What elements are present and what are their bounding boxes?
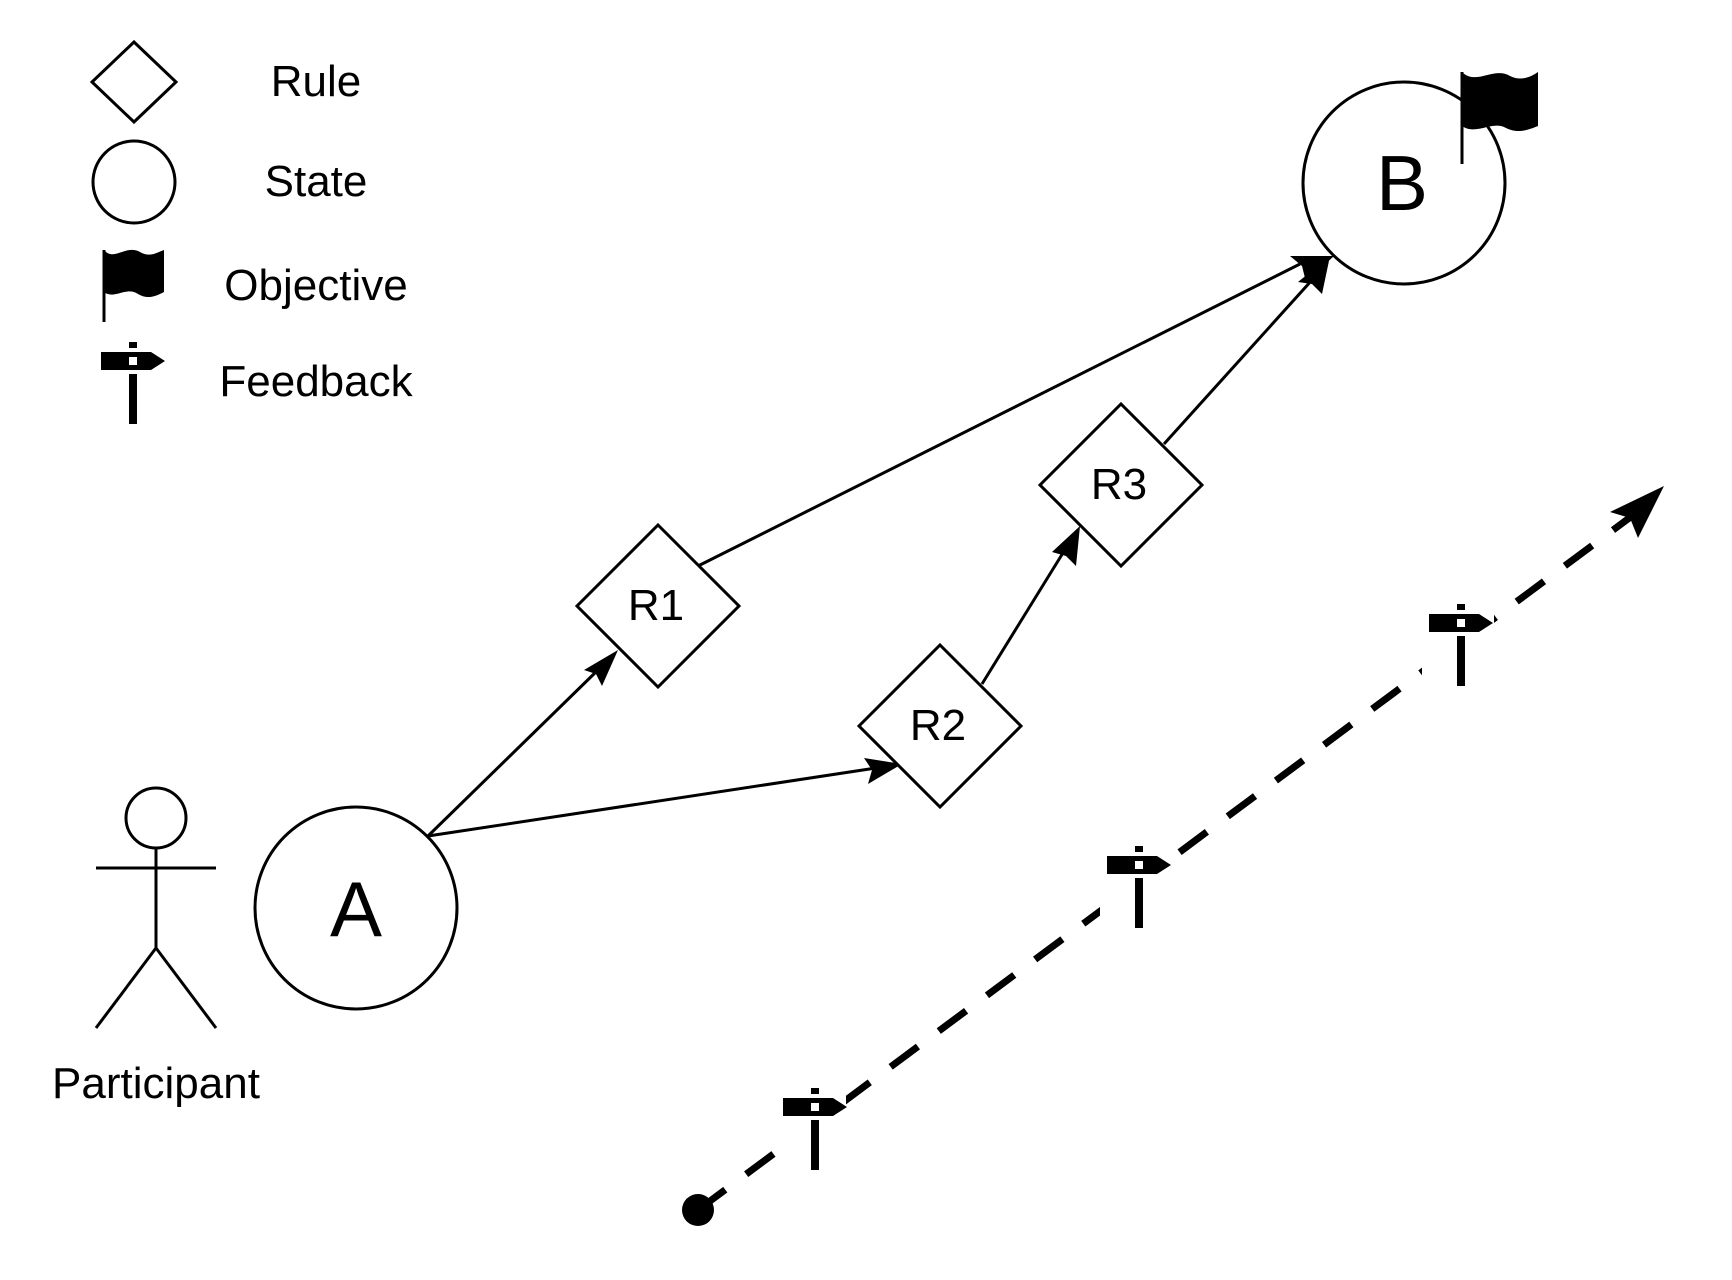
feedback-start-dot <box>682 1194 714 1226</box>
arrowhead-r2-r3 <box>1052 526 1080 566</box>
signpost-icon <box>101 342 165 424</box>
arrowhead-r3-b <box>1298 256 1330 294</box>
participant: Participant <box>52 786 260 1108</box>
edges <box>426 256 1334 838</box>
state-b-label: B <box>1376 139 1428 227</box>
edge-a-r2 <box>427 766 877 838</box>
state-a-label: A <box>330 865 382 953</box>
flag-icon <box>1460 72 1538 164</box>
circle-icon <box>91 139 177 225</box>
state-a: A <box>253 805 459 1011</box>
state-a-circle <box>253 805 459 1011</box>
rule-r3-label: R3 <box>1091 460 1147 509</box>
rule-r3: R3 <box>1037 401 1205 569</box>
diamond-icon <box>89 39 179 125</box>
edge-r3-b <box>1162 278 1314 446</box>
rule-r2-label: R2 <box>910 701 966 750</box>
state-b-circle <box>1301 80 1507 286</box>
legend-item-feedback: Feedback <box>101 342 414 424</box>
edge-r1-b <box>697 262 1301 568</box>
legend-item-rule: Rule <box>89 39 362 125</box>
legend: Rule State Objective Feedback <box>89 39 414 424</box>
participant-label: Participant <box>52 1059 260 1108</box>
rule-r1-label: R1 <box>628 581 684 630</box>
legend-label-feedback: Feedback <box>219 357 413 406</box>
arrowhead-a-r2 <box>864 758 902 784</box>
legend-item-state: State <box>91 139 368 225</box>
rule-r1: R1 <box>574 522 742 690</box>
flag-icon <box>102 249 164 322</box>
feedback-arrowhead <box>1610 486 1664 538</box>
edge-r2-r3 <box>980 547 1068 685</box>
rule-r1-diamond <box>574 522 742 690</box>
arrowhead-a-r1 <box>584 650 618 686</box>
legend-label-state: State <box>265 157 368 206</box>
legend-label-rule: Rule <box>271 57 362 106</box>
feedback-path <box>682 486 1664 1226</box>
rule-r2: R2 <box>856 642 1024 810</box>
stick-figure-icon <box>94 786 218 1029</box>
state-b: B <box>1301 72 1538 286</box>
rule-r3-diamond <box>1037 401 1205 569</box>
legend-item-objective: Objective <box>102 249 408 322</box>
rule-r2-diamond <box>856 642 1024 810</box>
edge-a-r1 <box>426 666 602 838</box>
legend-label-objective: Objective <box>224 261 407 310</box>
